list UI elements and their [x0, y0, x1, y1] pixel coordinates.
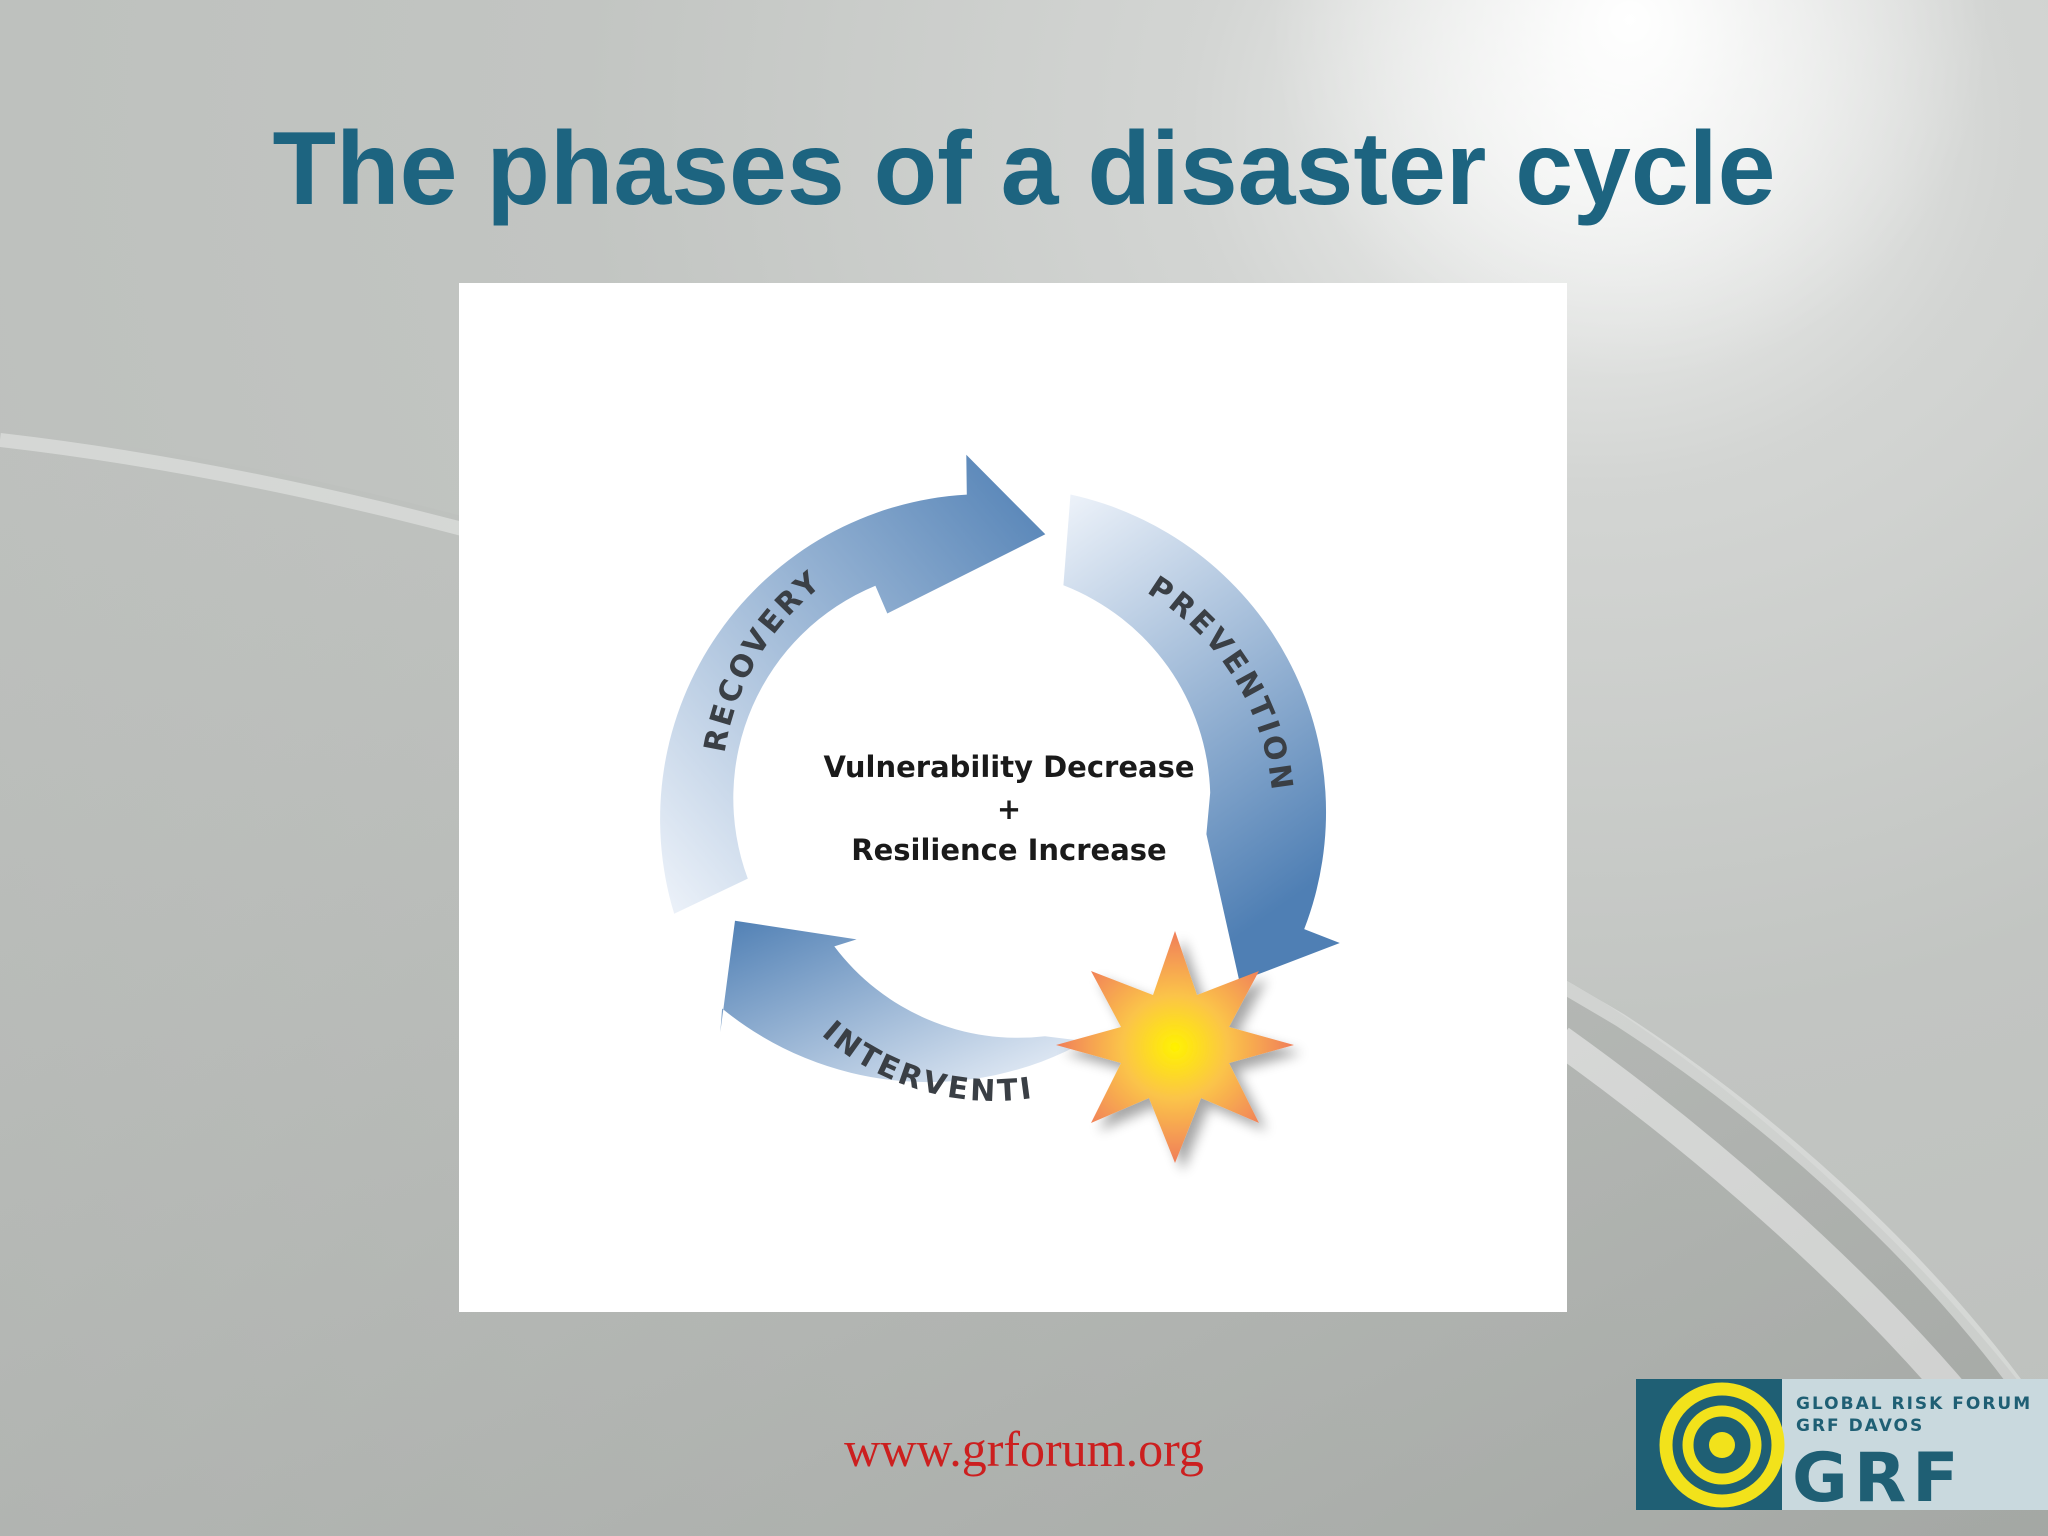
recovery-arrow [660, 454, 1046, 914]
footer-url-link[interactable]: www.grforum.org [844, 1421, 1204, 1477]
grf-logo: GLOBAL RISK FORUM GRF DAVOS GRF [1636, 1379, 2048, 1510]
logo-mark-text: GRF [1792, 1439, 1965, 1510]
intervention-arrow [720, 920, 1086, 1083]
center-text-plus: + [997, 792, 1021, 826]
disaster-cycle-diagram: RECOVERY PREVENTION INTERVENTION Vulnera… [459, 283, 1567, 1312]
logo-line2: GRF DAVOS [1796, 1416, 1924, 1436]
slide-title: The phases of a disaster cycle [272, 111, 1776, 227]
center-text-line2: Resilience Increase [851, 833, 1166, 867]
center-text-line1: Vulnerability Decrease [823, 750, 1194, 784]
prevention-arrow [1063, 494, 1340, 982]
disaster-burst-icon [1056, 931, 1294, 1163]
logo-line1: GLOBAL RISK FORUM [1796, 1394, 2032, 1414]
